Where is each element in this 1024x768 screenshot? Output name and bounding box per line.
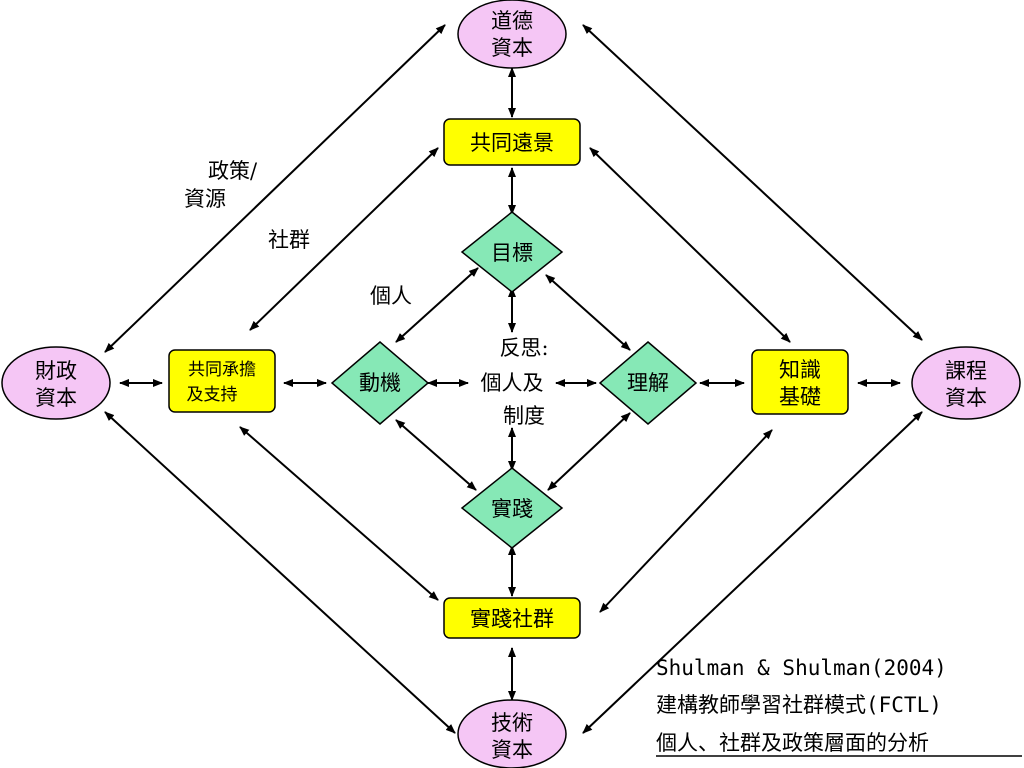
source-caption: Shulman & Shulman(2004) 建構教師學習社群模式(FCTL)… — [656, 656, 1022, 757]
policy-resources-line2: 資源 — [184, 187, 226, 211]
node-moral-capital: 道德 資本 — [457, 0, 567, 69]
fiscal-capital-line2: 資本 — [35, 386, 77, 410]
commitment-support-line2: 及支持 — [187, 385, 238, 405]
node-practice: 實踐 — [460, 467, 564, 549]
arrow-vision-knowledge — [589, 147, 791, 343]
node-understanding: 理解 — [598, 341, 698, 425]
arrow-goal-understanding — [545, 274, 631, 351]
arrow-motivation-practice — [395, 419, 477, 491]
reflection-line1: 反思: — [499, 336, 548, 360]
knowledge-base-line1: 知識 — [779, 358, 821, 382]
caption-line1: Shulman & Shulman(2004) — [656, 656, 947, 680]
curriculum-capital-line2: 資本 — [945, 386, 987, 410]
technical-capital-line2: 資本 — [491, 738, 533, 762]
moral-capital-line2: 資本 — [491, 36, 533, 60]
goal-label: 目標 — [491, 241, 533, 265]
motivation-label: 動機 — [359, 371, 401, 395]
node-reflection: 反思: 個人及 制度 — [481, 336, 549, 428]
arrow-curriculum-technical — [582, 411, 923, 734]
node-fiscal-capital: 財政 資本 — [1, 346, 111, 420]
shared-vision-label: 共同遠景 — [470, 131, 554, 155]
fiscal-capital-line1: 財政 — [35, 359, 77, 383]
caption-line2: 建構教師學習社群模式(FCTL) — [656, 693, 942, 717]
practice-community-label: 實踐社群 — [470, 607, 554, 631]
practice-label: 實踐 — [491, 497, 533, 521]
arrow-knowledge-community — [599, 429, 773, 613]
arrow-fiscal-technical — [104, 411, 456, 734]
node-goal: 目標 — [460, 211, 564, 293]
understanding-label: 理解 — [627, 371, 669, 395]
arrow-commitment-community — [239, 426, 439, 601]
node-technical-capital: 技術 資本 — [457, 699, 567, 768]
node-motivation: 動機 — [330, 341, 430, 425]
node-commitment-support: 共同承擔 及支持 — [168, 349, 276, 413]
arrow-understanding-practice — [547, 412, 631, 491]
reflection-line3: 制度 — [503, 404, 545, 428]
caption-line3: 個人、社群及政策層面的分析 — [656, 731, 929, 755]
knowledge-base-line2: 基礎 — [779, 385, 821, 409]
policy-resources-line1: 政策/ — [208, 159, 258, 183]
technical-capital-line1: 技術 — [491, 711, 533, 735]
node-shared-vision: 共同遠景 — [443, 118, 581, 166]
commitment-support-line1: 共同承擔 — [188, 360, 256, 380]
connector-arrows — [104, 24, 923, 734]
curriculum-capital-line1: 課程 — [945, 359, 987, 383]
node-knowledge-base: 知識 基礎 — [751, 349, 849, 415]
reflection-line2: 個人及 — [481, 371, 544, 395]
node-curriculum-capital: 課程 資本 — [911, 346, 1021, 420]
node-practice-community: 實踐社群 — [443, 597, 581, 639]
arrow-goal-motivation — [395, 267, 479, 343]
individual-label: 個人 — [370, 284, 412, 308]
arrow-moral-curriculum — [582, 24, 923, 341]
moral-capital-line1: 道德 — [491, 9, 533, 33]
arrow-vision-commitment — [249, 147, 439, 331]
community-label: 社群 — [268, 228, 310, 252]
